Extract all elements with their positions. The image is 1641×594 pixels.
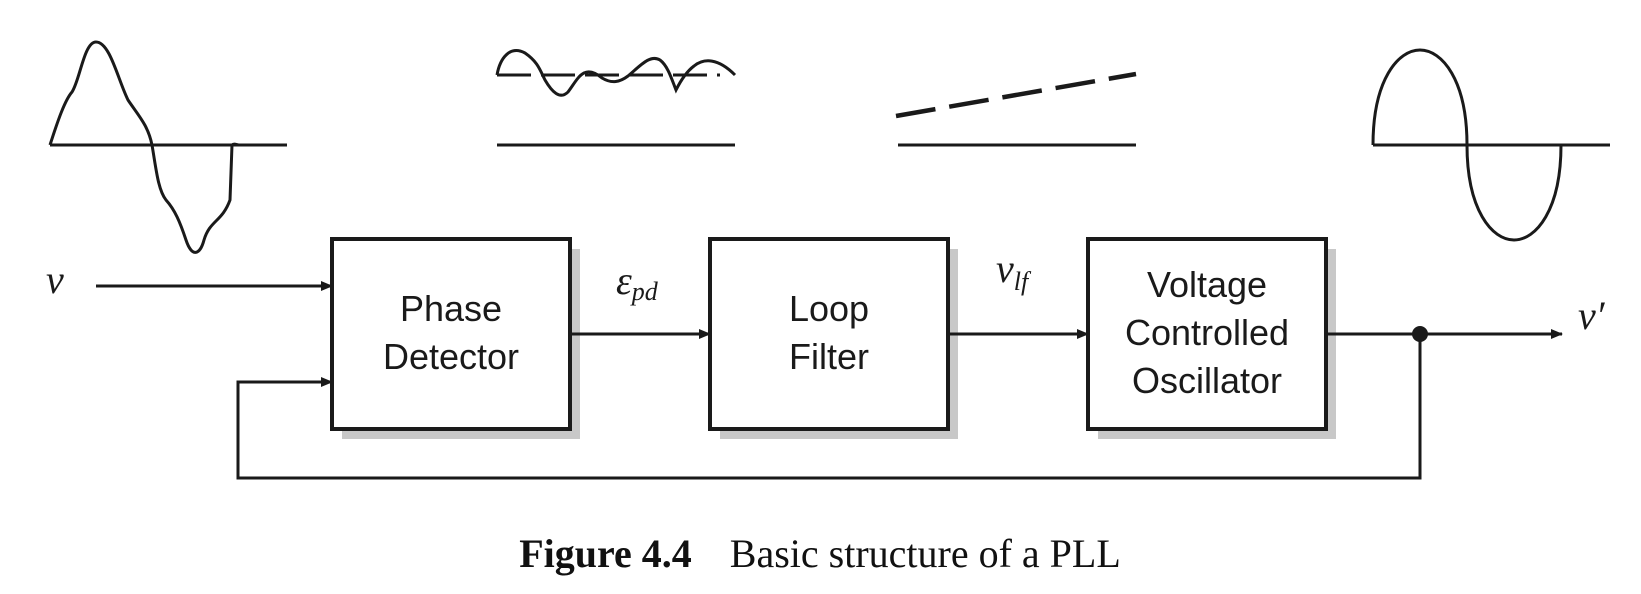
lf-waveform-ramp xyxy=(895,71,1137,119)
lf-label-line2: Filter xyxy=(789,336,869,377)
lf-output-label: vlf xyxy=(996,246,1032,296)
figure-title: Basic structure of a PLL xyxy=(730,531,1121,576)
input-signal-label: v xyxy=(46,257,64,302)
vco-label-line3: Oscillator xyxy=(1132,360,1282,401)
input-waveform-curve xyxy=(48,40,241,254)
vco-block: Voltage Controlled Oscillator xyxy=(1086,237,1328,431)
pd-label-line2: Detector xyxy=(383,336,519,377)
feedback-path xyxy=(236,334,1422,480)
output-signal-label: v′ xyxy=(1578,293,1606,338)
signal-paths xyxy=(96,281,1563,480)
feedback-junction-dot xyxy=(1412,326,1428,342)
vco-waveform-curve xyxy=(1371,48,1563,242)
vco-label-line2: Controlled xyxy=(1125,312,1289,353)
pd-waveform-curve xyxy=(495,49,737,97)
vco-output-waveform xyxy=(1371,48,1610,242)
pd-output-waveform xyxy=(495,49,737,147)
lf-label-line1: Loop xyxy=(789,288,869,329)
loop-filter-block: Loop Filter xyxy=(708,237,950,431)
lf-output-waveform xyxy=(895,71,1137,147)
lf-output-subscript: lf xyxy=(1014,267,1032,296)
lf-output-symbol: v xyxy=(996,246,1014,291)
phase-detector-block: Phase Detector xyxy=(330,237,572,431)
pd-output-label: εpd xyxy=(616,258,659,306)
input-waveform xyxy=(48,40,287,254)
figure-caption: Figure 4.4 Basic structure of a PLL xyxy=(519,531,1121,576)
pd-label-line1: Phase xyxy=(400,288,502,329)
pd-output-subscript: pd xyxy=(630,277,659,306)
pd-output-symbol: ε xyxy=(616,258,632,303)
figure-number: Figure 4.4 xyxy=(519,531,692,576)
vco-label-line1: Voltage xyxy=(1147,264,1267,305)
